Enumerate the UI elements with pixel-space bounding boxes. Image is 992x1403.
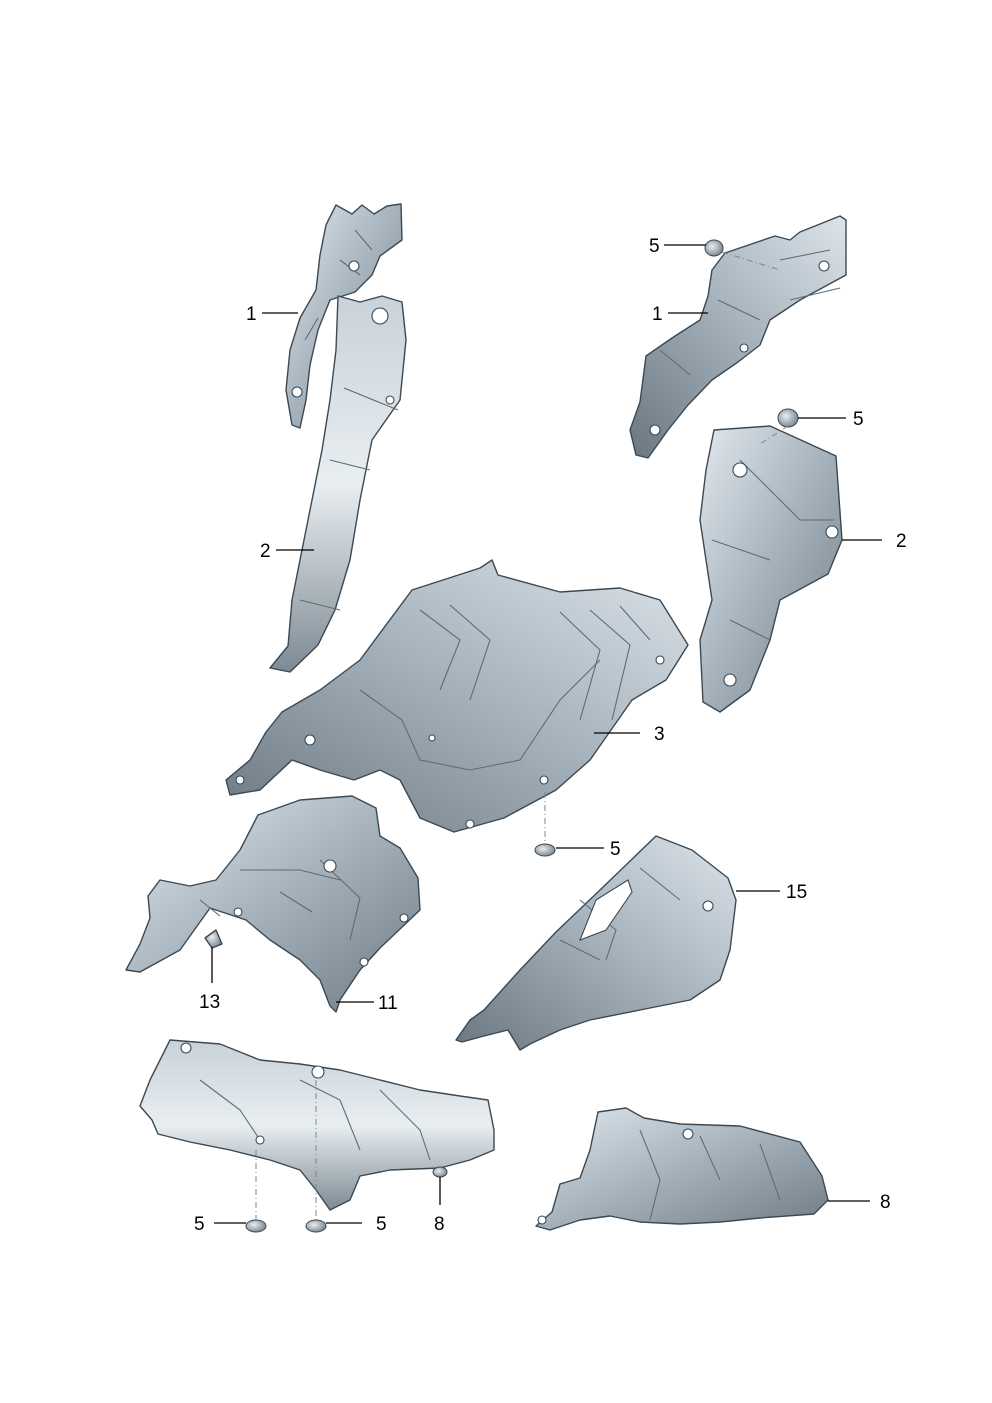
nut-8 <box>432 1166 448 1178</box>
callout-8-left: 8 <box>434 1214 445 1235</box>
callout-5-upper-right: 5 <box>649 236 660 257</box>
callout-15: 15 <box>786 882 807 903</box>
callout-8-right: 8 <box>880 1192 891 1213</box>
nut-5-right-mid <box>777 408 799 428</box>
callout-2-right: 2 <box>896 531 907 552</box>
callout-labels: 1 1 5 5 2 2 3 5 15 13 11 5 5 8 8 <box>194 236 907 1235</box>
callout-5-right-mid: 5 <box>853 409 864 430</box>
callout-5-lower-mid: 5 <box>376 1214 387 1235</box>
callout-5-center: 5 <box>610 839 621 860</box>
callout-2-left: 2 <box>260 541 271 562</box>
callout-5-lower-left: 5 <box>194 1214 205 1235</box>
callout-3: 3 <box>654 724 665 745</box>
leader-lines <box>211 244 882 1224</box>
heat-shield-3 <box>225 559 689 833</box>
heat-shield-8-right <box>535 1107 829 1231</box>
heat-shield-15 <box>455 835 737 1051</box>
callout-1-left: 1 <box>246 304 257 325</box>
heat-shield-2-left <box>269 295 407 673</box>
heat-shield-1-right <box>629 215 847 459</box>
callout-13: 13 <box>199 992 220 1013</box>
nut-5-lower-left <box>245 1219 267 1233</box>
nut-5-lower-mid <box>305 1219 327 1233</box>
heat-shield-11 <box>125 795 421 1013</box>
callout-11: 11 <box>378 993 398 1014</box>
nut-5-upper-right <box>704 239 724 257</box>
callout-1-right: 1 <box>652 304 663 325</box>
clip-13 <box>204 929 223 949</box>
heat-shield-1-left <box>285 203 403 429</box>
heat-shield-2-right <box>699 425 843 713</box>
assembly-lines <box>255 251 789 1222</box>
heat-shield-8-left <box>139 1039 495 1211</box>
